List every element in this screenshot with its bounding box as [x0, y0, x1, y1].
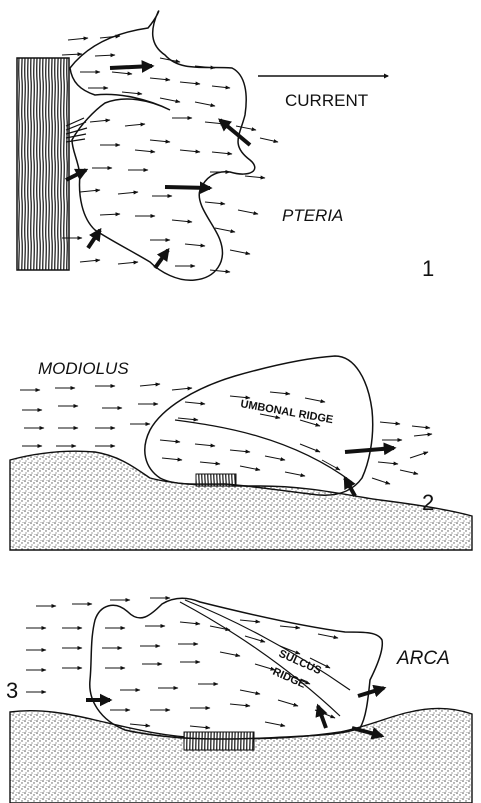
sulcus-ridge-line-lower	[180, 602, 340, 716]
sulcus-ridge-line-upper	[185, 600, 350, 690]
panel-3-genus-label: ARCA	[396, 648, 450, 669]
panel-2-genus-label: MODIOLUS	[38, 359, 129, 378]
panel-2-number: 2	[422, 490, 434, 515]
panel-3-number: 3	[6, 678, 18, 703]
seabed-panel-3	[10, 708, 472, 803]
arca-shell-outline	[90, 598, 383, 739]
panel-2-modiolus: MODIOLUS UMBONAL RIDGE 2	[10, 356, 472, 550]
bold-flow-arrows-panel-1	[66, 66, 250, 268]
byssus-panel-3	[184, 732, 254, 750]
panel-1-pteria: CURRENT PTERIA 1	[17, 11, 434, 281]
panel-1-genus-label: PTERIA	[282, 206, 343, 225]
panel-3-arca: SULCUS RIDGE ARCA 3	[6, 598, 472, 803]
wooden-substrate	[17, 58, 69, 270]
panel-1-number: 1	[422, 256, 434, 281]
modiolus-shell-outline	[145, 356, 373, 495]
current-label: CURRENT	[285, 91, 368, 110]
